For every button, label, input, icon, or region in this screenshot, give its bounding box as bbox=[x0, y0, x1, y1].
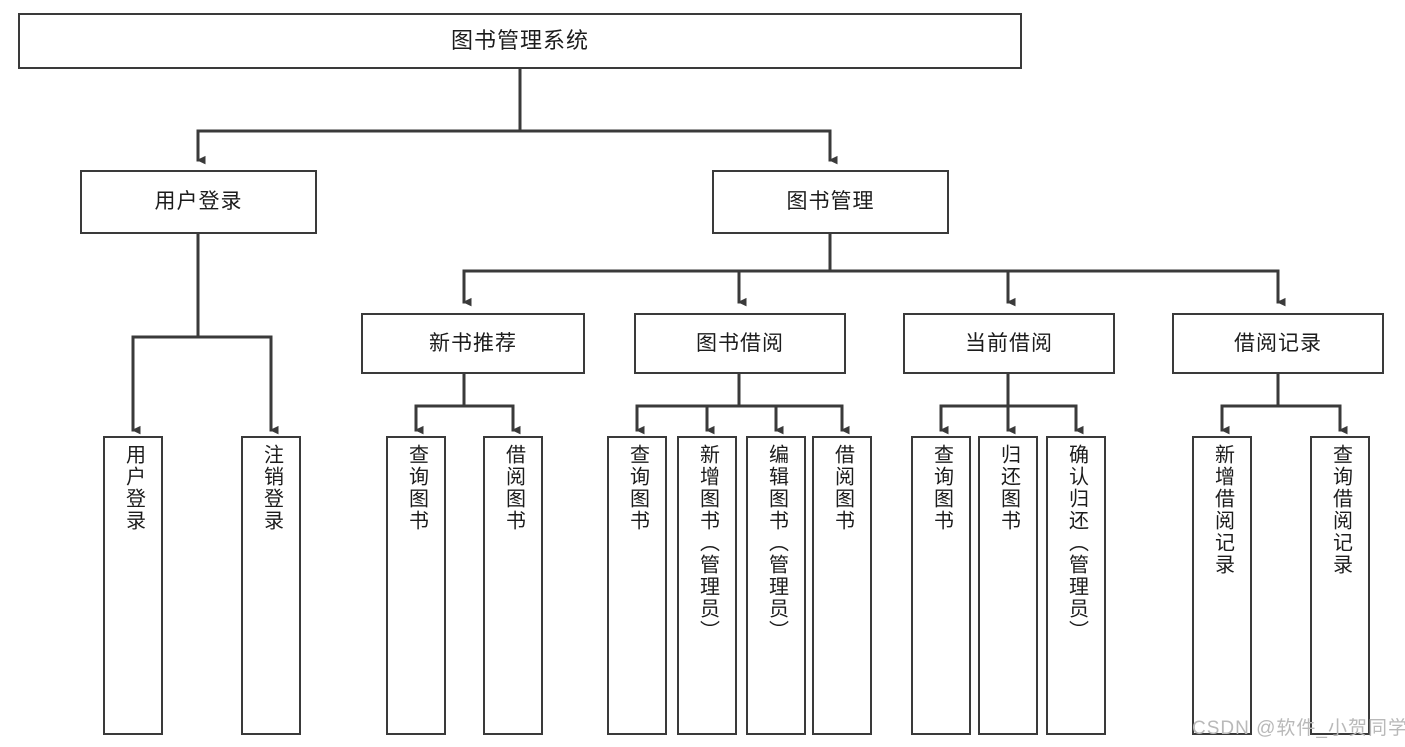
node-label: 用户登录 bbox=[122, 444, 145, 532]
leaf-current-confirm-return[interactable]: 确认归还（管理员） bbox=[1046, 436, 1106, 735]
leaf-borrow-borrow-book[interactable]: 借阅图书 bbox=[812, 436, 872, 735]
leaf-user-login-signout[interactable]: 注销登录 bbox=[241, 436, 301, 735]
leaf-new-book-borrow[interactable]: 借阅图书 bbox=[483, 436, 543, 735]
node-book-borrow[interactable]: 图书借阅 bbox=[634, 313, 846, 374]
leaf-new-book-query[interactable]: 查询图书 bbox=[386, 436, 446, 735]
node-label: 新增借阅记录 bbox=[1211, 444, 1234, 576]
node-label: 图书管理 bbox=[786, 190, 875, 214]
leaf-user-login-signin[interactable]: 用户登录 bbox=[103, 436, 163, 735]
node-label: 查询图书 bbox=[626, 444, 649, 532]
leaf-record-add[interactable]: 新增借阅记录 bbox=[1192, 436, 1252, 735]
node-book-management[interactable]: 图书管理 bbox=[712, 170, 949, 234]
leaf-borrow-add-book[interactable]: 新增图书（管理员） bbox=[677, 436, 737, 735]
node-label: 当前借阅 bbox=[965, 331, 1053, 355]
node-label: 借阅图书 bbox=[831, 444, 854, 532]
node-label: 图书管理系统 bbox=[450, 27, 589, 53]
node-label: 归还图书 bbox=[997, 444, 1020, 532]
node-borrow-record[interactable]: 借阅记录 bbox=[1172, 313, 1384, 374]
node-label: 借阅图书 bbox=[502, 444, 525, 532]
node-user-login[interactable]: 用户登录 bbox=[80, 170, 317, 234]
node-label: 新增图书（管理员） bbox=[696, 444, 719, 642]
node-label: 编辑图书（管理员） bbox=[765, 444, 788, 642]
node-label: 注销登录 bbox=[260, 444, 283, 532]
leaf-record-query[interactable]: 查询借阅记录 bbox=[1310, 436, 1370, 735]
leaf-borrow-edit-book[interactable]: 编辑图书（管理员） bbox=[746, 436, 806, 735]
node-label: 查询借阅记录 bbox=[1329, 444, 1352, 576]
node-current-borrow[interactable]: 当前借阅 bbox=[903, 313, 1115, 374]
node-label: 确认归还（管理员） bbox=[1065, 444, 1088, 642]
node-label: 新书推荐 bbox=[429, 331, 517, 355]
node-label: 用户登录 bbox=[154, 190, 243, 214]
node-label: 借阅记录 bbox=[1234, 331, 1322, 355]
node-label: 图书借阅 bbox=[696, 331, 784, 355]
node-label: 查询图书 bbox=[930, 444, 953, 532]
leaf-current-return-book[interactable]: 归还图书 bbox=[978, 436, 1038, 735]
node-label: 查询图书 bbox=[405, 444, 428, 532]
leaf-borrow-query-book[interactable]: 查询图书 bbox=[607, 436, 667, 735]
node-root-system[interactable]: 图书管理系统 bbox=[18, 13, 1022, 69]
csdn-watermark: CSDN @软件_小贺同学 bbox=[1192, 718, 1405, 739]
node-new-book-recommend[interactable]: 新书推荐 bbox=[361, 313, 585, 374]
leaf-current-query-book[interactable]: 查询图书 bbox=[911, 436, 971, 735]
